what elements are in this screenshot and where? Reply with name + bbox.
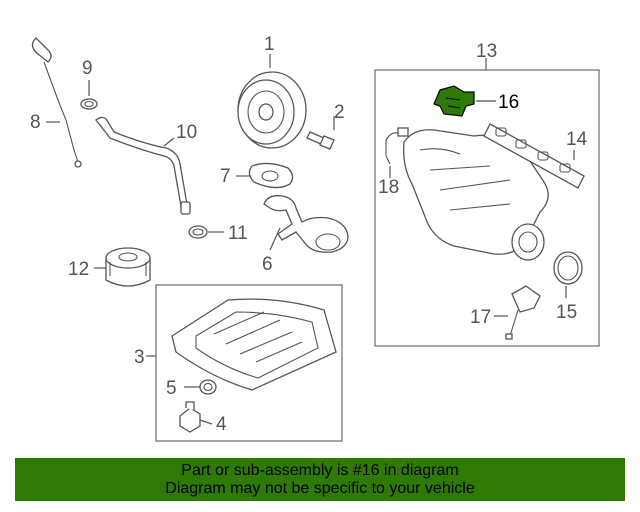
callout-13: 13 (476, 41, 497, 62)
intake-manifold-part[interactable] (403, 129, 549, 261)
drain-plug-part[interactable] (179, 401, 201, 433)
dipstick-tube-part[interactable] (95, 116, 191, 215)
parts-diagram: 1 2 3 4 5 6 7 8 9 10 11 12 13 14 15 16 1… (30, 34, 600, 442)
callout-10: 10 (176, 122, 197, 143)
callout-7: 7 (220, 166, 231, 187)
callout-17: 17 (470, 307, 491, 328)
oil-filter-part[interactable] (105, 247, 151, 287)
leader-lines (46, 54, 575, 425)
callout-3: 3 (134, 347, 145, 368)
bolt-part[interactable] (306, 131, 335, 150)
callout-5: 5 (166, 378, 177, 399)
oil-strainer-part[interactable] (263, 195, 349, 253)
callout-18: 18 (378, 177, 399, 198)
callout-8: 8 (30, 112, 41, 133)
callout-1: 1 (264, 34, 275, 55)
callout-9: 9 (82, 58, 93, 79)
callout-12: 12 (68, 259, 89, 280)
banner-line-1: Part or sub-assembly is #16 in diagram (181, 462, 459, 479)
highlighted-part-16[interactable] (433, 85, 475, 117)
oil-pan-part[interactable] (171, 298, 337, 391)
oil-pan-group-box (155, 284, 343, 442)
bracket-part[interactable] (385, 127, 409, 165)
callout-11: 11 (228, 223, 248, 244)
gasket-part[interactable] (248, 162, 294, 189)
callout-4: 4 (216, 414, 227, 435)
sensor-part[interactable] (505, 285, 541, 340)
drain-plug-gasket-part[interactable] (199, 379, 217, 395)
o-ring-part[interactable] (80, 98, 98, 110)
callout-16: 16 (498, 92, 519, 113)
throttle-body-gasket-part[interactable] (553, 251, 583, 285)
manifold-gasket-part[interactable] (483, 123, 585, 189)
crankshaft-pulley-part[interactable] (237, 71, 307, 149)
intake-manifold-group-box (374, 69, 600, 347)
part-info-banner: Part or sub-assembly is #16 in diagram D… (15, 458, 625, 501)
callout-14: 14 (566, 129, 588, 150)
callout-6: 6 (262, 254, 273, 275)
callout-15: 15 (556, 302, 577, 323)
banner-line-2: Diagram may not be specific to your vehi… (165, 480, 475, 497)
dipstick-part[interactable] (31, 37, 82, 168)
callout-2: 2 (334, 102, 345, 123)
seal-part[interactable] (188, 225, 208, 239)
